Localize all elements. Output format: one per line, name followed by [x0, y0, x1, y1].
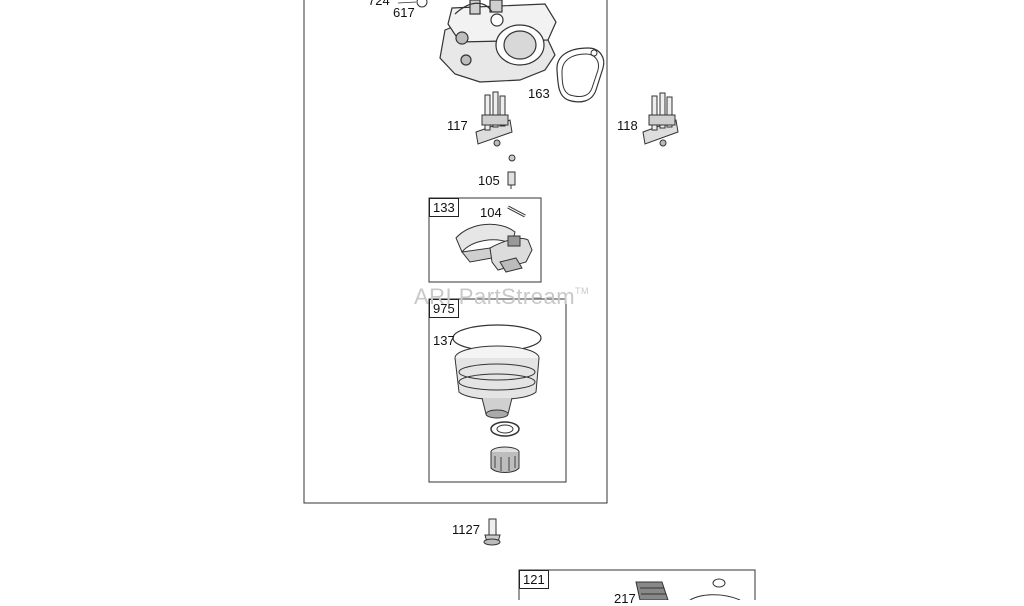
kit-label-133: 133 — [429, 198, 459, 217]
callout-118: 118 — [617, 118, 638, 133]
watermark: ARI PartStreamTM — [414, 284, 589, 310]
kit-975-frame — [428, 298, 567, 483]
kit-label-975: 975 — [429, 299, 459, 318]
fuel-inlet-117-drawing — [475, 91, 513, 147]
fuel-inlet-118-drawing — [642, 92, 679, 147]
kit-133-frame — [428, 197, 542, 283]
watermark-trademark: TM — [575, 286, 590, 296]
callout-105: 105 — [478, 173, 500, 188]
callout-217: 217 — [614, 591, 636, 606]
washer-drawing — [416, 0, 428, 8]
callout-163: 163 — [528, 86, 550, 101]
watermark-text: ARI PartStream — [414, 284, 576, 309]
float-bowl-drawing — [454, 345, 540, 419]
needle-105-drawing — [507, 154, 516, 189]
callout-724: 724 — [368, 0, 390, 8]
gasket-drawing — [556, 47, 605, 103]
kit-label-121: 121 — [519, 570, 549, 589]
screw-1127-drawing — [483, 518, 501, 546]
callout-117: 117 — [447, 118, 468, 133]
assembly-frame — [303, 0, 608, 504]
callout-104: 104 — [480, 205, 502, 220]
kit-121-frame — [518, 569, 756, 600]
kit-121-parts-drawing — [635, 578, 741, 600]
bowl-nut-drawing — [490, 446, 520, 473]
carburetor-body-drawing — [439, 0, 557, 83]
float-drawing — [455, 223, 533, 273]
bowl-washer-drawing — [490, 421, 520, 437]
callout-617: 617 — [393, 5, 415, 20]
callout-137: 137 — [433, 333, 455, 348]
callout-1127: 1127 — [452, 522, 480, 537]
